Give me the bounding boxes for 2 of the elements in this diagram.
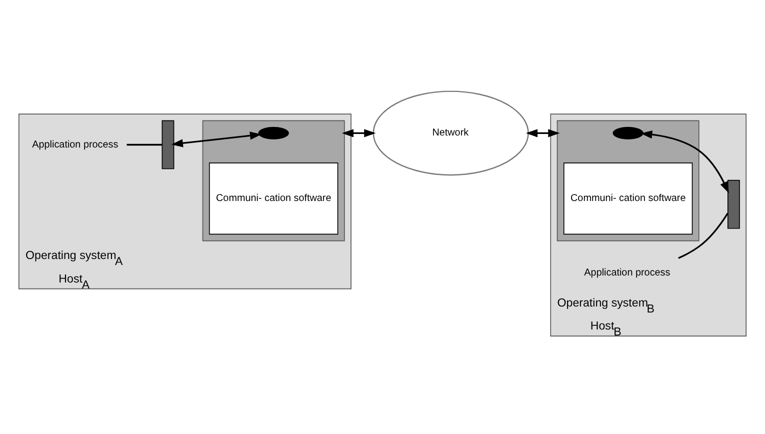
node-text: Application process [584, 268, 670, 279]
node-text: Application process [32, 139, 118, 150]
